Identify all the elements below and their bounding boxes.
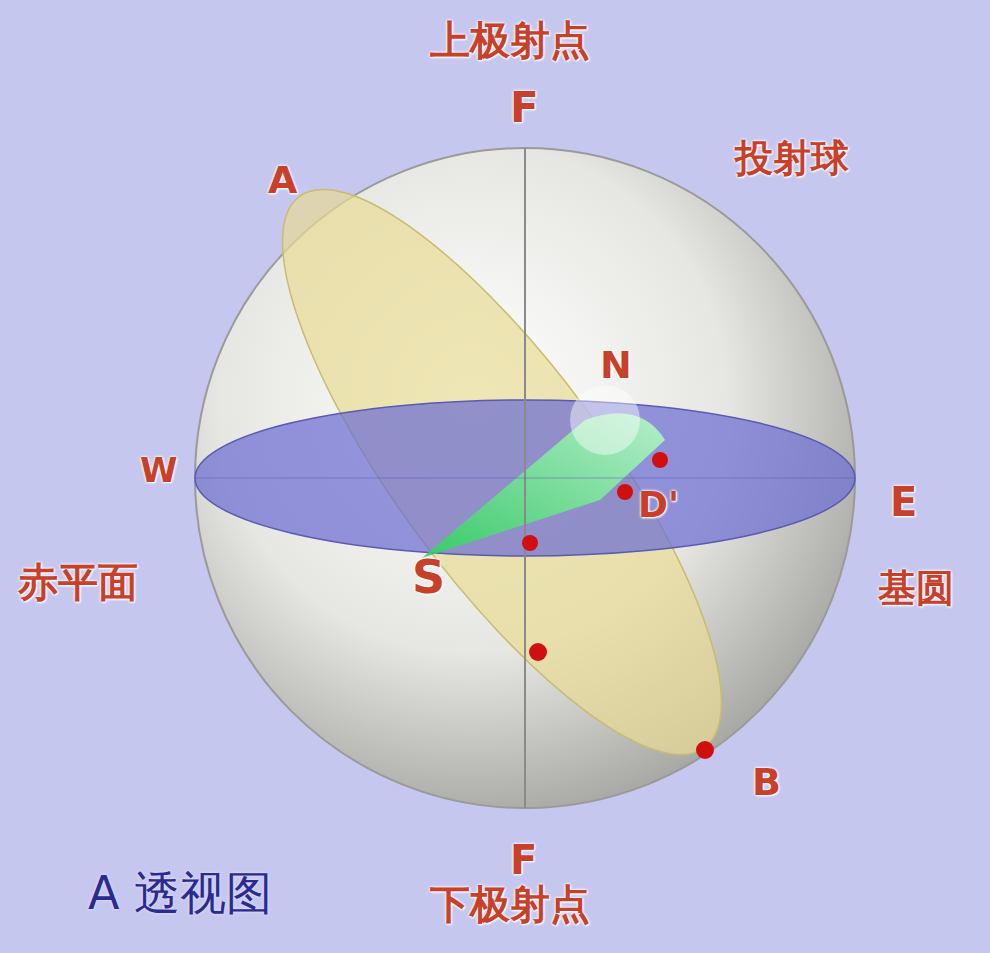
highlight bbox=[570, 385, 640, 455]
plane-label: 赤平面 bbox=[18, 560, 138, 604]
pole-letter: F bbox=[510, 838, 537, 882]
projection-points bbox=[522, 452, 714, 759]
direction-label: S bbox=[412, 552, 445, 603]
circle-label: 基圆 bbox=[878, 568, 954, 610]
pole-letter: F bbox=[510, 85, 539, 131]
direction-label: E bbox=[890, 480, 917, 524]
strike-line bbox=[195, 478, 855, 479]
direction-label: W bbox=[140, 452, 178, 489]
point-label: B bbox=[752, 762, 781, 804]
pole-label: 上极射点 bbox=[430, 18, 590, 62]
pole-label: 下极射点 bbox=[430, 882, 590, 926]
point-label: A bbox=[268, 160, 297, 202]
sphere-label: 投射球 bbox=[735, 138, 849, 180]
point-label: D' bbox=[638, 485, 679, 525]
figure-caption: A 透视图 bbox=[88, 868, 272, 919]
direction-label: N bbox=[600, 345, 632, 387]
